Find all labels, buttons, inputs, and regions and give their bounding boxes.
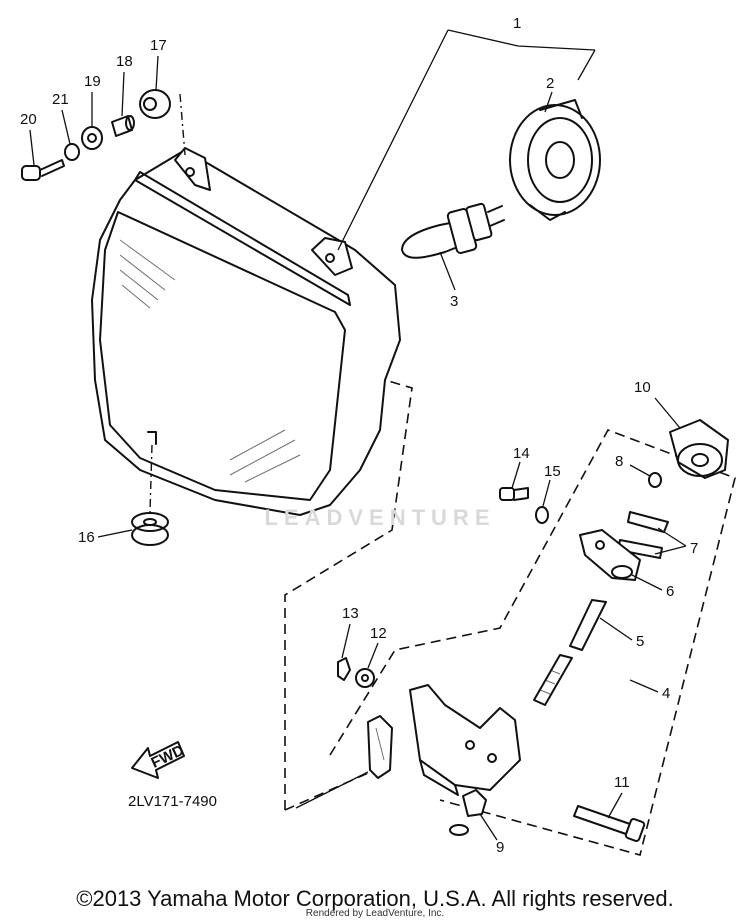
callout-15: 15 (544, 463, 561, 480)
bolt-14 (499, 487, 529, 501)
nut-12 (355, 668, 375, 688)
assembly-1-bracket (337, 29, 596, 251)
callout-18: 18 (116, 53, 133, 70)
grommet-17 (139, 89, 186, 156)
callout-14: 14 (513, 445, 530, 462)
fwd-arrow: FWD (131, 741, 187, 779)
leadventure-watermark: LEADVENTURE (264, 505, 496, 530)
callout-6: 6 (666, 583, 674, 600)
callout-1: 1 (513, 15, 521, 32)
copyright-notice: ©2013 Yamaha Motor Corporation, U.S.A. A… (76, 886, 674, 911)
socket-cover-2 (509, 99, 601, 221)
callout-7: 7 (690, 540, 698, 557)
headlight-exploded-diagram: FWD 2LV171-7490 1 2 3 4 5 6 7 8 9 10 11 … (20, 15, 736, 856)
drawing-code: 2LV171-7490 (128, 793, 217, 810)
rendered-by-note: Rendered by LeadVenture, Inc. (305, 908, 445, 919)
headlight-housing (91, 147, 401, 516)
callout-2: 2 (546, 75, 554, 92)
callout-16: 16 (78, 529, 95, 546)
callout-10: 10 (634, 379, 651, 396)
bolt-11 (573, 805, 646, 842)
washer-19 (81, 126, 103, 150)
callout-17: 17 (150, 37, 167, 54)
adjuster-6 (579, 529, 641, 581)
clip-13 (337, 657, 351, 681)
callout-5: 5 (636, 633, 644, 650)
grommet-16 (131, 444, 169, 546)
callout-4: 4 (662, 685, 670, 702)
washer-21 (64, 143, 80, 161)
callout-11: 11 (614, 774, 630, 791)
callout-20: 20 (20, 111, 37, 128)
callout-8: 8 (615, 453, 623, 470)
bracket-plate (409, 684, 521, 796)
clip-8 (648, 472, 662, 488)
bulb-3 (401, 202, 505, 259)
callout-9: 9 (496, 839, 504, 856)
callout-12: 12 (370, 625, 387, 642)
callouts: 1 2 3 4 5 6 7 8 9 10 11 12 13 14 15 16 1 (20, 15, 698, 856)
pad (295, 715, 393, 809)
nut-9 (449, 789, 487, 836)
callout-21: 21 (52, 91, 69, 108)
collar-18 (111, 115, 135, 137)
callout-19: 19 (84, 73, 101, 90)
callout-13: 13 (342, 605, 359, 622)
screw-20 (21, 159, 65, 181)
callout-3: 3 (450, 293, 458, 310)
nut-15 (535, 506, 549, 524)
knob-10 (669, 419, 729, 479)
shaft-5 (533, 599, 607, 706)
